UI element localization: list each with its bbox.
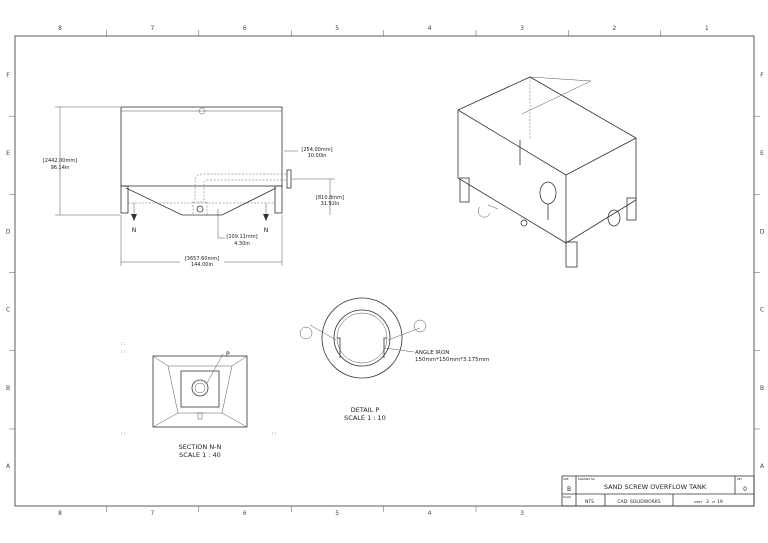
drain-dim-in: 4.30in — [234, 241, 250, 247]
section-title: SECTION N-N — [179, 443, 222, 451]
isometric-view — [457, 76, 637, 268]
detail-p-view: ANGLE IRON 150mm*150mm*3.175mm DETAIL P … — [299, 297, 489, 422]
size-value: B — [567, 486, 571, 493]
pipe-offset-in: 10.00in — [308, 153, 327, 159]
column-label-top: 2 — [612, 25, 616, 32]
column-label-top: 8 — [58, 25, 62, 32]
drain-dim-mm: [109.11mm] — [226, 234, 257, 240]
row-label-left: E — [6, 150, 10, 157]
row-label-right: F — [760, 72, 764, 79]
svg-text:: :: : : — [121, 341, 125, 346]
detail-marker: P — [226, 351, 230, 358]
column-label-bottom: 4 — [428, 510, 432, 517]
detail-title: DETAIL P — [351, 406, 380, 414]
column-label-top: 5 — [335, 25, 339, 32]
column-label-top: 1 — [705, 25, 709, 32]
of-label: OF — [712, 500, 716, 504]
column-label-top: 7 — [150, 25, 154, 32]
section-n-n-view: P SECTION N-N SCALE 1 : 40 : :: :: :: : — [121, 341, 276, 459]
height-dim-mm: [2442.00mm] — [43, 158, 77, 164]
section-marker-left: N — [132, 227, 137, 234]
column-label-bottom: 5 — [335, 510, 339, 517]
row-label-right: A — [760, 463, 765, 470]
column-label-bottom: 7 — [150, 510, 154, 517]
row-label-right: D — [760, 228, 765, 235]
front-view: N N [2442.00mm] 96.14in [254.00mm] 10.00… — [43, 106, 344, 268]
sheet-label: SHEET — [694, 500, 703, 504]
sheet-total: 19 — [717, 499, 723, 505]
angle-iron-size: 150mm*150mm*3.175mm — [415, 357, 489, 363]
row-label-left: A — [6, 463, 11, 470]
scale-label: SCALE — [563, 495, 571, 499]
outlet-height-in: 31.92in — [321, 201, 340, 207]
pipe-offset-mm: [254.00mm] — [301, 147, 332, 153]
height-dim-in: 96.14in — [51, 165, 70, 171]
column-label-bottom: 6 — [243, 510, 247, 517]
row-label-left: D — [6, 228, 11, 235]
cad-software: CAD: SOLIDWORKS — [617, 499, 660, 505]
row-label-left: C — [6, 307, 10, 314]
angle-iron-callout: ANGLE IRON — [415, 350, 449, 356]
size-label: SIZE — [563, 477, 569, 481]
column-label-top: 6 — [243, 25, 247, 32]
svg-text:: :: : : — [121, 431, 125, 436]
column-label-bottom: 8 — [58, 510, 62, 517]
sheet-border — [14, 35, 755, 507]
row-label-right: B — [760, 385, 764, 392]
column-label-top: 3 — [520, 25, 524, 32]
svg-text:: :: : : — [121, 349, 125, 354]
row-label-right: C — [760, 307, 764, 314]
detail-scale: SCALE 1 : 10 — [344, 414, 386, 422]
row-label-left: B — [6, 385, 10, 392]
section-scale: SCALE 1 : 40 — [179, 451, 221, 459]
outlet-height-mm: [810.8mm] — [316, 195, 344, 201]
rev-label: REV — [737, 477, 742, 481]
rev-value: 0 — [743, 486, 747, 493]
drawing-title: SAND SCREW OVERFLOW TANK — [604, 483, 707, 491]
section-marker-right: N — [264, 227, 269, 234]
sheet-number: 3 — [706, 499, 709, 505]
column-label-top: 4 — [428, 25, 432, 32]
row-label-right: E — [760, 150, 764, 157]
column-label-bottom: 3 — [520, 510, 524, 517]
width-dim-in: 144.00in — [191, 262, 213, 268]
row-label-left: F — [6, 72, 10, 79]
width-dim-mm: [3657.60mm] — [185, 256, 219, 262]
svg-text:: :: : : — [272, 431, 276, 436]
drawing-no-label: DRAWING NO — [578, 477, 595, 481]
title-block: SIZE B DRAWING NO SAND SCREW OVERFLOW TA… — [561, 475, 755, 507]
scale-value: NTS — [585, 499, 594, 505]
